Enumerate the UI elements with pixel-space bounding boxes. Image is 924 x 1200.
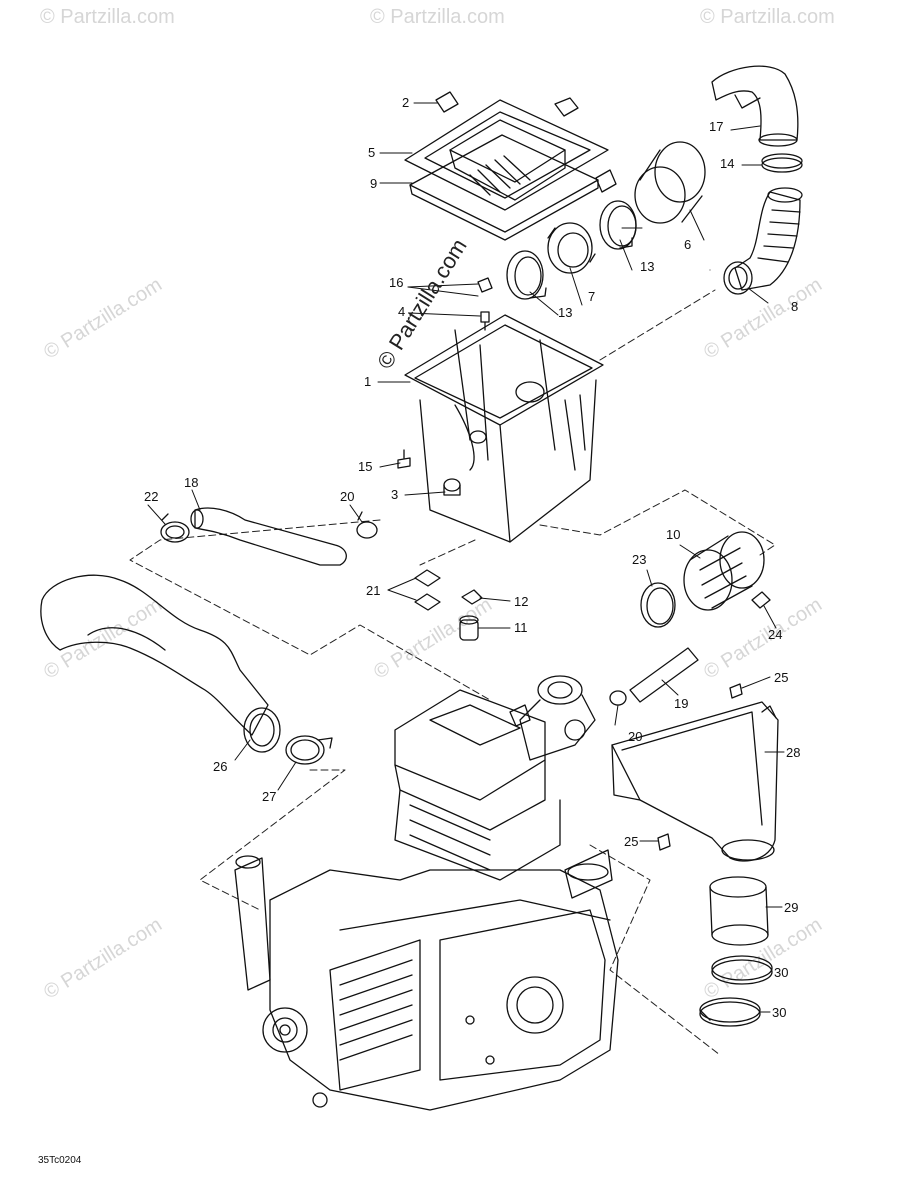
callout-23: 23 bbox=[632, 552, 647, 567]
clamp-13-upper bbox=[599, 200, 637, 250]
callout-12: 12 bbox=[514, 594, 529, 609]
intake-hose-8 bbox=[723, 187, 803, 295]
watermark-top-center: © Partzilla.com bbox=[370, 6, 505, 28]
callout-7: 7 bbox=[588, 289, 596, 304]
clamp-20-upper bbox=[356, 511, 378, 539]
clamp-13-lower bbox=[506, 250, 547, 300]
intake-duct-26 bbox=[40, 574, 281, 753]
sleeve-7 bbox=[547, 222, 596, 274]
carb-adapter-10 bbox=[683, 531, 765, 611]
drain-3 bbox=[443, 478, 461, 496]
carburetor bbox=[509, 675, 596, 761]
sleeve-29 bbox=[709, 876, 769, 946]
diagram-code: 35Tc0204 bbox=[38, 1155, 82, 1166]
callout-18: 18 bbox=[184, 475, 199, 490]
callout-3: 3 bbox=[391, 487, 399, 502]
sleeve-6 bbox=[634, 141, 706, 224]
screw-25-upper bbox=[729, 683, 743, 699]
lid-clips-2 bbox=[435, 91, 617, 193]
callout-30-upper: 30 bbox=[774, 965, 789, 980]
callout-8: 8 bbox=[791, 299, 799, 314]
nipple-24 bbox=[751, 591, 771, 609]
callout-25-upper: 25 bbox=[774, 670, 789, 685]
airbox-lid-5 bbox=[404, 99, 609, 211]
intake-elbow-17 bbox=[711, 65, 799, 147]
clip-12 bbox=[461, 589, 483, 605]
callout-13-lower: 13 bbox=[558, 305, 573, 320]
callout-19: 19 bbox=[674, 696, 689, 711]
pads-21 bbox=[414, 569, 441, 611]
clamp-30-lower bbox=[699, 997, 761, 1027]
callout-20-upper: 20 bbox=[340, 489, 355, 504]
callout-21: 21 bbox=[366, 583, 381, 598]
assembly-dashed-lines bbox=[129, 289, 776, 1056]
callout-16: 16 bbox=[389, 275, 404, 290]
clamp-14 bbox=[761, 153, 803, 173]
leader-lines bbox=[147, 102, 785, 1013]
callout-1: 1 bbox=[364, 374, 372, 389]
callout-28: 28 bbox=[786, 745, 801, 760]
callout-24: 24 bbox=[768, 627, 783, 642]
air-filter-9 bbox=[409, 134, 599, 241]
callout-22: 22 bbox=[144, 489, 159, 504]
callout-15: 15 bbox=[358, 459, 373, 474]
drain-hose-18 bbox=[190, 507, 347, 566]
cap-11 bbox=[459, 615, 479, 641]
clamp-27 bbox=[285, 735, 333, 765]
screw-25-lower bbox=[657, 833, 671, 851]
callout-4: 4 bbox=[398, 304, 406, 319]
callout-2: 2 bbox=[402, 95, 410, 110]
clamp-23 bbox=[640, 582, 676, 628]
engine-block bbox=[234, 689, 619, 1111]
callout-17: 17 bbox=[709, 119, 724, 134]
grommet-4 bbox=[480, 311, 490, 331]
nut-16 bbox=[477, 277, 493, 293]
plenum-28 bbox=[611, 701, 779, 862]
callout-5: 5 bbox=[368, 145, 376, 160]
callout-30-lower: 30 bbox=[772, 1005, 787, 1020]
callout-25-lower: 25 bbox=[624, 834, 639, 849]
callout-20-lower: 20 bbox=[628, 729, 643, 744]
callout-6: 6 bbox=[684, 237, 692, 252]
callout-11: 11 bbox=[514, 620, 528, 635]
clamp-22 bbox=[160, 513, 190, 543]
callout-9: 9 bbox=[370, 176, 378, 191]
callout-26: 26 bbox=[213, 759, 228, 774]
clamp-20-lower bbox=[609, 690, 627, 706]
watermark-top-right: © Partzilla.com bbox=[700, 6, 835, 28]
callout-14: 14 bbox=[720, 156, 735, 171]
callout-10: 10 bbox=[666, 527, 681, 542]
airbox-body-1 bbox=[404, 314, 604, 543]
watermark-top-left: © Partzilla.com bbox=[40, 6, 175, 28]
screw-15 bbox=[397, 449, 411, 469]
clamp-30-upper bbox=[711, 955, 773, 985]
callout-29: 29 bbox=[784, 900, 799, 915]
callout-27: 27 bbox=[262, 789, 277, 804]
callout-13-upper: 13 bbox=[640, 259, 655, 274]
vent-hose-19 bbox=[629, 647, 699, 703]
